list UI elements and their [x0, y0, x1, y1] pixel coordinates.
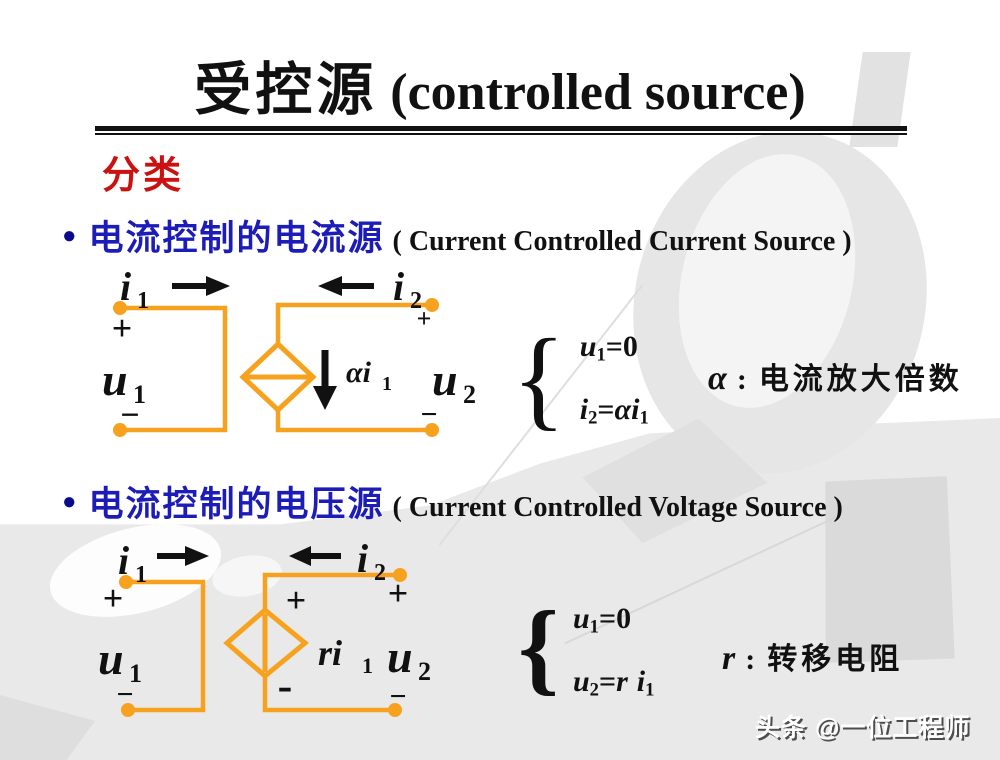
source-bottom-wire — [262, 674, 395, 713]
terminal-dot — [388, 703, 402, 717]
terminal-dot — [113, 423, 127, 437]
alpha-definition-note: α : 电流放大倍数 — [708, 354, 963, 398]
source-bottom-wire — [275, 408, 432, 433]
source-top-wire — [262, 572, 400, 612]
section1-heading-zh: 电流控制的电流源 — [88, 219, 385, 258]
i1-arrow-head — [206, 276, 230, 296]
label-u1: u — [98, 633, 124, 684]
label-alpha-i1: αi — [346, 356, 372, 389]
label-alpha-i1-sub: 1 — [382, 373, 392, 395]
label-u2: u — [387, 631, 413, 682]
subtitle-classification: 分类 — [102, 155, 185, 197]
i1-arrow-head — [185, 546, 209, 566]
terminal-dot — [425, 423, 439, 437]
plus-sign-right: + — [417, 304, 432, 333]
label-i2-sub: 2 — [374, 560, 386, 586]
section2-heading-zh: 电流控制的电压源 — [88, 485, 385, 524]
bullet-icon: ● — [62, 488, 77, 515]
note-symbol: α — [708, 360, 727, 397]
plus-sign-left: + — [112, 308, 133, 348]
source-top-wire — [275, 302, 432, 346]
note-colon: : — [745, 643, 756, 676]
section2-heading: ● 电流控制的电压源 ( Current Controlled Voltage … — [62, 476, 843, 527]
label-ri1: ri — [318, 633, 342, 673]
label-u1: u — [102, 354, 128, 405]
label-i2: i — [357, 536, 368, 581]
terminal-dot — [393, 568, 407, 582]
slide-title: 受控源 (controlled source) — [0, 44, 1000, 126]
slide-title-zh: 受控源 — [194, 59, 378, 122]
note-colon: : — [736, 363, 747, 396]
source-current-arrow-head — [313, 386, 337, 410]
source-minus-sign: - — [278, 661, 293, 710]
i2-arrow-head — [318, 276, 342, 296]
voltage-source-diamond — [223, 606, 309, 680]
label-i1-sub: 1 — [137, 288, 149, 314]
brace-icon: { — [512, 317, 566, 441]
note-symbol: r — [722, 640, 736, 677]
plus-sign-right: + — [388, 573, 409, 613]
minus-sign-left: − — [120, 397, 139, 434]
section2-heading-en: ( Current Controlled Voltage Source ) — [392, 492, 843, 523]
label-u2-sub: 2 — [418, 657, 431, 686]
equation-i2: i2=αi1 — [579, 393, 649, 429]
source-plus-sign: + — [286, 580, 307, 620]
ccvs-circuit-diagram: i 1 + u 1 − + - ri 1 i 2 + u 2 − — [85, 530, 485, 725]
label-i2-sub: 2 — [410, 288, 422, 314]
minus-sign-right: − — [389, 680, 406, 713]
terminal-dot — [119, 575, 133, 589]
plus-sign-left: + — [103, 578, 124, 618]
r-definition-note: r : 转移电阻 — [722, 634, 903, 678]
terminal-dot — [425, 298, 439, 312]
minus-sign-left: − — [116, 678, 133, 711]
minus-sign-right: − — [420, 398, 437, 431]
equation-u1: u1=0 — [579, 330, 638, 366]
i2-arrow-head — [289, 546, 311, 566]
terminal-dot — [121, 703, 135, 717]
label-i2: i — [393, 264, 404, 309]
brace-icon: { — [518, 590, 559, 705]
label-u1-sub: 1 — [129, 659, 142, 688]
left-port-wire — [126, 579, 206, 713]
toutiao-watermark: 头条 @一位工程师 — [755, 714, 971, 742]
label-i1: i — [120, 264, 131, 309]
label-u2: u — [432, 354, 458, 405]
title-underline — [95, 126, 907, 135]
cccs-circuit-diagram: i 1 + u 1 − i 2 + u 2 − αi 1 — [90, 250, 490, 450]
cccs-equations: { u1=0 i2=αi1 — [512, 320, 649, 446]
label-i1-sub: 1 — [135, 562, 147, 588]
label-ri1-sub: 1 — [362, 653, 373, 678]
left-port-wire — [120, 305, 228, 433]
section1-heading-en: ( Current Controlled Current Source ) — [392, 226, 852, 257]
slide-title-en: (controlled source) — [377, 64, 806, 121]
equation-u1: u1=0 — [572, 602, 632, 638]
label-u1-sub: 1 — [133, 380, 146, 409]
section1-heading: ● 电流控制的电流源 ( Current Controlled Current … — [62, 210, 852, 261]
label-i1: i — [118, 538, 129, 583]
current-source-diamond — [239, 340, 317, 414]
label-u2-sub: 2 — [463, 380, 476, 409]
terminal-dot — [113, 301, 127, 315]
note-text: 电流放大倍数 — [758, 363, 963, 396]
note-text: 转移电阻 — [767, 643, 904, 676]
bullet-icon: ● — [62, 222, 77, 249]
